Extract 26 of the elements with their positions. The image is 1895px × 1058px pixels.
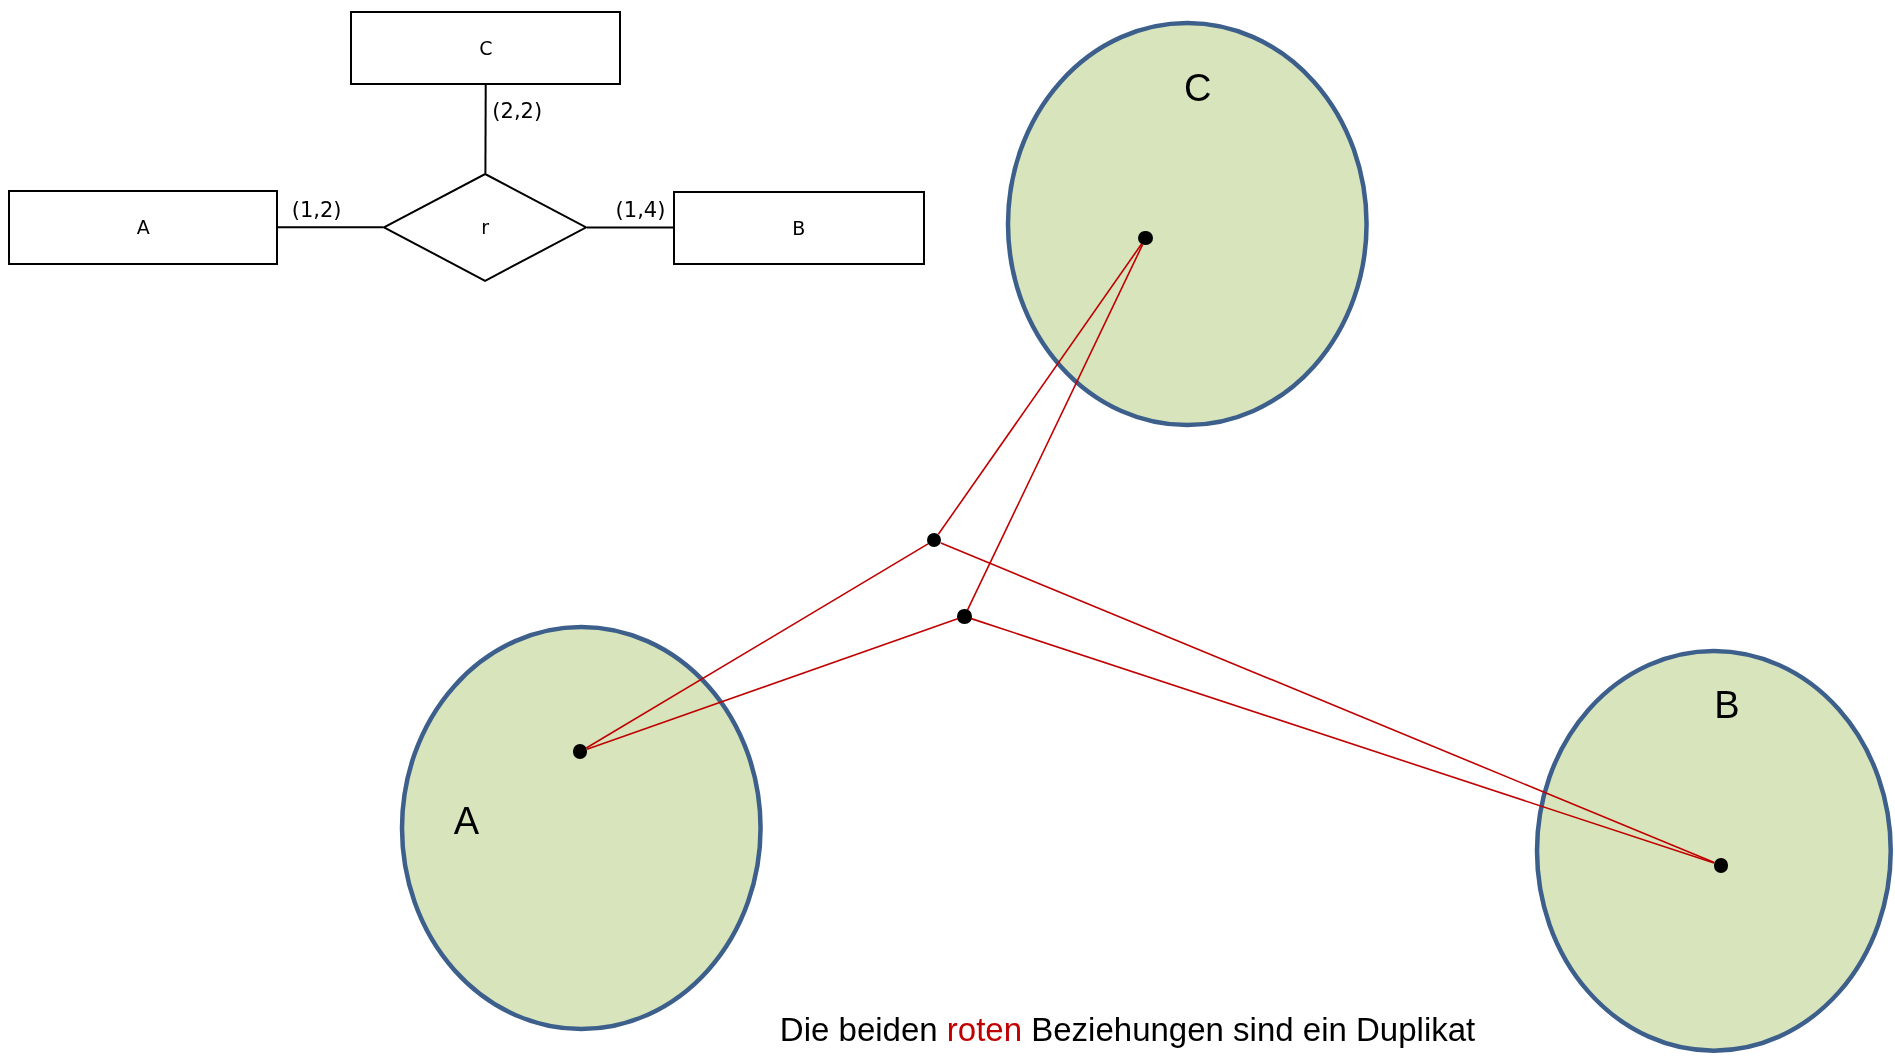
connector-line bbox=[586, 226, 675, 229]
entity-label: B bbox=[792, 216, 806, 239]
element-dot bbox=[926, 532, 942, 548]
relationship-label: r bbox=[481, 216, 490, 239]
set-ellipse bbox=[1005, 20, 1369, 427]
set-label: A bbox=[453, 799, 480, 843]
set-ellipse bbox=[400, 624, 763, 1031]
connector-line bbox=[937, 243, 1143, 536]
connector-line bbox=[276, 226, 385, 229]
entity-box bbox=[673, 190, 925, 265]
entity-label: A bbox=[136, 216, 150, 239]
set-label: C bbox=[1183, 66, 1212, 110]
entity-label: C bbox=[479, 36, 493, 59]
relationship-diamond bbox=[383, 172, 588, 282]
element-dot bbox=[957, 609, 972, 624]
connector-line bbox=[970, 617, 1715, 864]
connector-line bbox=[585, 543, 929, 749]
set-label: B bbox=[1714, 683, 1740, 727]
connector-line bbox=[586, 617, 959, 751]
connector-line bbox=[966, 243, 1144, 611]
caption: Die beiden roten Beziehungen sind ein Duplikat bbox=[779, 1011, 1476, 1049]
entity-box bbox=[8, 189, 278, 265]
connector-line bbox=[484, 83, 487, 174]
entity-box bbox=[350, 10, 622, 85]
connector-line bbox=[940, 542, 1716, 864]
set-ellipse bbox=[1534, 649, 1893, 1053]
